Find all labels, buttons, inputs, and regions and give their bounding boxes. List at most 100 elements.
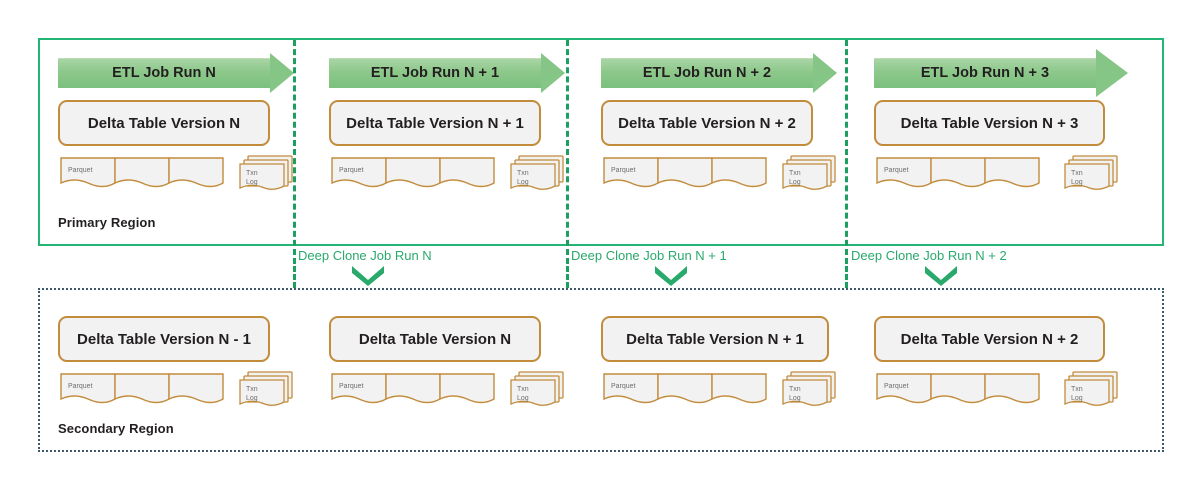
- delta-table-label: Delta Table Version N + 1: [626, 330, 804, 348]
- txn-log-label-line2: Log: [1071, 179, 1083, 186]
- parquet-label: Parquet: [339, 383, 364, 390]
- primary-region-label: Primary Region: [58, 215, 156, 230]
- parquet-file-stack: Parquet: [331, 157, 495, 188]
- txn-log-label-line1: Txn: [517, 386, 529, 393]
- txn-log-stack: Txn Log: [510, 371, 564, 406]
- storage-icons: Parquet Txn Log: [60, 371, 293, 406]
- txn-log-stack: Txn Log: [510, 155, 564, 190]
- parquet-label: Parquet: [611, 167, 636, 174]
- etl-arrow-head: [270, 53, 294, 93]
- parquet-file-stack: Parquet: [331, 373, 495, 404]
- etl-job-label: ETL Job Run N + 2: [642, 65, 772, 81]
- storage-row-s4: Parquet Txn Log: [874, 371, 1144, 412]
- delta-table-label: Delta Table Version N: [87, 114, 241, 132]
- parquet-file-stack: Parquet: [876, 373, 1040, 404]
- storage-icons: Parquet Txn Log: [876, 155, 1118, 190]
- parquet-file-stack: Parquet: [60, 157, 224, 188]
- delta-table-label: Delta Table Version N + 2: [618, 114, 796, 132]
- txn-log-label-line2: Log: [517, 395, 529, 402]
- txn-log-label-line2: Log: [789, 395, 801, 402]
- txn-log-stack: Txn Log: [782, 155, 836, 190]
- column-separator-2-top: [566, 40, 569, 255]
- deep-clone-job-label: Deep Clone Job Run N + 2: [851, 248, 1007, 263]
- txn-log-stack: Txn Log: [239, 371, 293, 406]
- etl-job-label: ETL Job Run N + 3: [920, 65, 1050, 81]
- column-separator-3-top: [845, 40, 848, 255]
- parquet-label: Parquet: [68, 383, 93, 390]
- delta-table-label: Delta Table Version N + 2: [900, 330, 1079, 348]
- txn-log-label-line1: Txn: [1071, 170, 1083, 177]
- primary-column-2: ETL Job Run N + 1 Delta Table Version N …: [329, 53, 569, 196]
- deep-clone-job-label: Deep Clone Job Run N: [298, 248, 432, 263]
- etl-job-label: ETL Job Run N + 1: [370, 65, 500, 81]
- parquet-file-stack: Parquet: [60, 373, 224, 404]
- storage-icons: Parquet Txn Log: [60, 155, 293, 190]
- txn-log-label-line2: Log: [1071, 395, 1083, 402]
- primary-column-1: ETL Job Run N Delta Table Version N Parq…: [58, 53, 298, 196]
- delta-table-label: Delta Table Version N + 1: [346, 114, 524, 132]
- etl-arrow-bar: [874, 58, 1096, 88]
- etl-arrow-bar: [329, 58, 541, 88]
- storage-row-3: Parquet Txn Log: [601, 155, 841, 196]
- txn-log-label-line1: Txn: [789, 386, 801, 393]
- txn-log-stack: Txn Log: [239, 155, 293, 190]
- delta-table-box-s2: Delta Table Version N: [329, 316, 541, 362]
- deep-clone-job-label: Deep Clone Job Run N + 1: [571, 248, 727, 263]
- txn-log-label-line1: Txn: [789, 170, 801, 177]
- delta-table-label: Delta Table Version N + 3: [900, 114, 1079, 132]
- txn-log-stack: Txn Log: [1064, 155, 1118, 190]
- delta-table-box-4: Delta Table Version N + 3: [874, 100, 1105, 146]
- txn-log-label-line2: Log: [789, 179, 801, 186]
- delta-table-box-s3: Delta Table Version N + 1: [601, 316, 829, 362]
- parquet-label: Parquet: [611, 383, 636, 390]
- txn-log-label-line2: Log: [517, 179, 529, 186]
- txn-log-label-line2: Log: [246, 395, 258, 402]
- storage-icons: Parquet Txn Log: [603, 371, 836, 406]
- parquet-label: Parquet: [884, 167, 909, 174]
- etl-arrow-head: [1096, 49, 1128, 97]
- etl-arrow-4: ETL Job Run N + 3: [874, 49, 1144, 97]
- column-separator-1-top: [293, 40, 296, 255]
- storage-row-s1: Parquet Txn Log: [58, 371, 298, 412]
- column-separator-2-mid: [566, 258, 569, 288]
- parquet-file-stack: Parquet: [603, 157, 767, 188]
- secondary-region-container: Secondary Region: [38, 288, 1164, 452]
- chevron-down-icon: [653, 264, 689, 291]
- storage-icons: Parquet Txn Log: [331, 155, 564, 190]
- delta-table-box-2: Delta Table Version N + 1: [329, 100, 541, 146]
- txn-log-label-line1: Txn: [246, 170, 258, 177]
- txn-log-label-line1: Txn: [517, 170, 529, 177]
- delta-table-box-s4: Delta Table Version N + 2: [874, 316, 1105, 362]
- delta-table-label: Delta Table Version N - 1: [77, 330, 251, 348]
- storage-row-2: Parquet Txn Log: [329, 155, 569, 196]
- delta-table-box-3: Delta Table Version N + 2: [601, 100, 813, 146]
- secondary-column-1: Delta Table Version N - 1 Parquet Txn Lo…: [58, 316, 298, 412]
- parquet-label: Parquet: [884, 383, 909, 390]
- etl-job-label: ETL Job Run N: [112, 65, 216, 81]
- etl-arrow-bar: [601, 58, 813, 88]
- chevron-down-icon: [923, 264, 959, 291]
- storage-row-1: Parquet Txn Log: [58, 155, 298, 196]
- etl-arrow-2: ETL Job Run N + 1: [329, 53, 569, 93]
- delta-table-label: Delta Table Version N: [358, 330, 512, 348]
- primary-column-3: ETL Job Run N + 2 Delta Table Version N …: [601, 53, 841, 196]
- secondary-column-2: Delta Table Version N Parquet Txn Log: [329, 316, 569, 412]
- delta-table-box-1: Delta Table Version N: [58, 100, 270, 146]
- storage-row-4: Parquet Txn Log: [874, 155, 1144, 196]
- storage-icons: Parquet Txn Log: [331, 371, 564, 406]
- storage-icons: Parquet Txn Log: [876, 371, 1118, 406]
- storage-row-s2: Parquet Txn Log: [329, 371, 569, 412]
- primary-column-4: ETL Job Run N + 3 Delta Table Version N …: [874, 49, 1144, 196]
- parquet-file-stack: Parquet: [876, 157, 1040, 188]
- secondary-column-4: Delta Table Version N + 2 Parquet Txn Lo…: [874, 316, 1144, 412]
- txn-log-label-line1: Txn: [1071, 386, 1083, 393]
- etl-arrow-head: [813, 53, 837, 93]
- txn-log-label-line1: Txn: [246, 386, 258, 393]
- txn-log-stack: Txn Log: [1064, 371, 1118, 406]
- delta-table-box-s1: Delta Table Version N - 1: [58, 316, 270, 362]
- storage-row-s3: Parquet Txn Log: [601, 371, 841, 412]
- parquet-file-stack: Parquet: [603, 373, 767, 404]
- column-separator-1-mid: [293, 258, 296, 288]
- storage-icons: Parquet Txn Log: [603, 155, 836, 190]
